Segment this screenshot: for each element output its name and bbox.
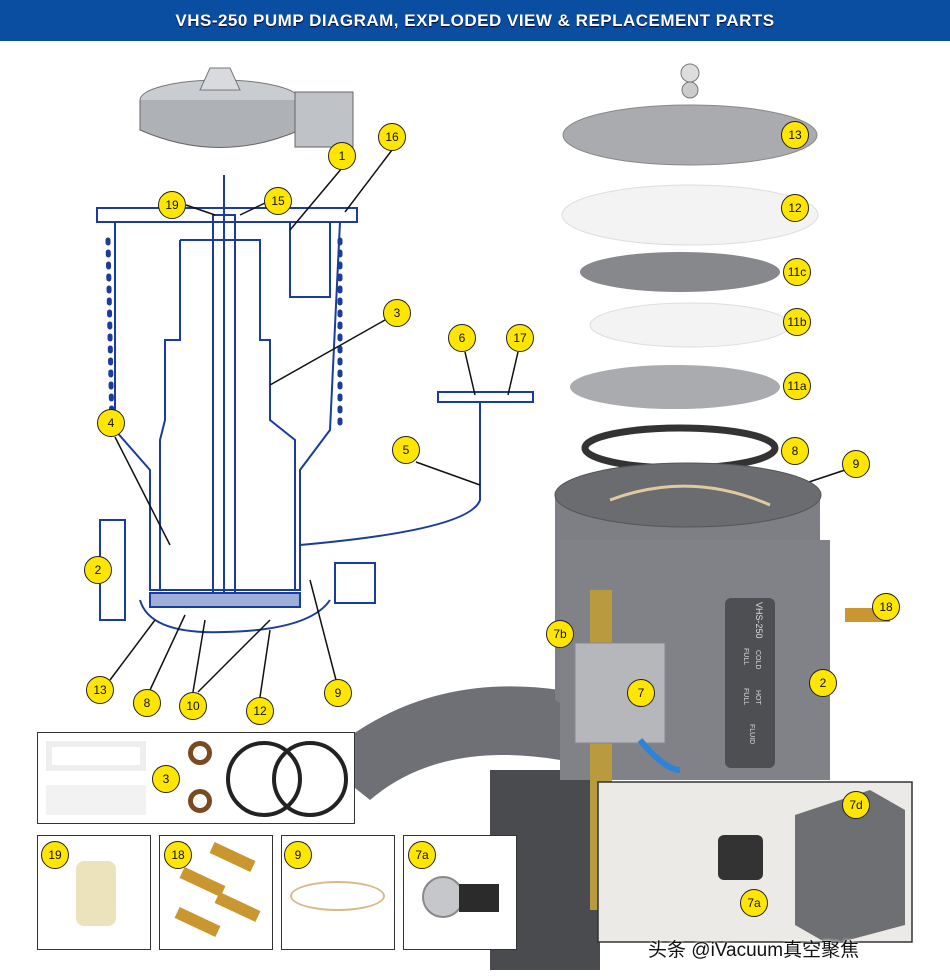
callout-7a: 7a bbox=[408, 841, 436, 869]
arrow-icon bbox=[637, 738, 681, 773]
filter-photo bbox=[46, 785, 146, 815]
callout-11c: 11c bbox=[783, 258, 811, 286]
gauge-label-cold: COLD bbox=[754, 650, 761, 669]
thermostat-body bbox=[459, 884, 499, 912]
gauge-labels: FULL COLD FULL HOT FLUID bbox=[742, 648, 761, 744]
callout-2: 2 bbox=[809, 669, 837, 697]
gauge-label-fluid: FLUID bbox=[748, 724, 755, 744]
parts-box-7a bbox=[403, 835, 517, 950]
pump-diagram: VHS-250 FULL COLD FULL HOT FLUID bbox=[96, 63, 913, 970]
fitting-photo bbox=[209, 842, 256, 872]
gauge-label-full-hot: FULL bbox=[742, 688, 749, 705]
callout-8: 8 bbox=[133, 689, 161, 717]
o-ring-small bbox=[188, 789, 212, 813]
callout-3: 3 bbox=[383, 299, 411, 327]
callout-9: 9 bbox=[842, 450, 870, 478]
callout-6: 6 bbox=[448, 324, 476, 352]
callout-11a: 11a bbox=[783, 372, 811, 400]
callout-16: 16 bbox=[378, 123, 406, 151]
callout-7: 7 bbox=[627, 679, 655, 707]
callout-8: 8 bbox=[781, 437, 809, 465]
callout-11b: 11b bbox=[783, 308, 811, 336]
callout-10: 10 bbox=[179, 692, 207, 720]
fitting-photo bbox=[214, 892, 261, 922]
callout-18: 18 bbox=[164, 841, 192, 869]
callout-7d: 7d bbox=[842, 791, 870, 819]
callout-9: 9 bbox=[324, 679, 352, 707]
callout-5: 5 bbox=[392, 436, 420, 464]
o-ring-large bbox=[272, 741, 348, 817]
pump-label: VHS-250 bbox=[754, 602, 764, 639]
gauge-label-hot: HOT bbox=[754, 690, 761, 706]
callout-1: 1 bbox=[328, 142, 356, 170]
callout-7b: 7b bbox=[546, 620, 574, 648]
callout-4: 4 bbox=[97, 409, 125, 437]
page-title: VHS-250 PUMP DIAGRAM, EXPLODED VIEW & RE… bbox=[0, 0, 950, 41]
thermostat-7a bbox=[718, 835, 763, 880]
callout-12: 12 bbox=[781, 194, 809, 222]
callout-7a: 7a bbox=[740, 889, 768, 917]
wick-photo bbox=[290, 881, 385, 911]
callout-3: 3 bbox=[152, 765, 180, 793]
watermark: 头条 @iVacuum真空聚焦 bbox=[648, 940, 860, 961]
callout-13: 13 bbox=[86, 676, 114, 704]
exploded-parts bbox=[561, 63, 819, 472]
callout-18: 18 bbox=[872, 593, 900, 621]
thermostat-photo bbox=[422, 876, 464, 918]
o-ring-small bbox=[188, 741, 212, 765]
cover-7d bbox=[795, 790, 905, 945]
callout-12: 12 bbox=[246, 697, 274, 725]
fitting-photo bbox=[174, 907, 221, 937]
callout-15: 15 bbox=[264, 187, 292, 215]
bracket-photo bbox=[139, 67, 354, 148]
callout-17: 17 bbox=[506, 324, 534, 352]
blueprint-drawing bbox=[96, 175, 534, 634]
callout-19: 19 bbox=[41, 841, 69, 869]
callout-19: 19 bbox=[158, 191, 186, 219]
gauge-label-full-cold: FULL bbox=[742, 648, 749, 665]
parts-box-3 bbox=[37, 732, 355, 824]
callout-13: 13 bbox=[781, 121, 809, 149]
gasket-photo bbox=[46, 741, 146, 771]
callout-2: 2 bbox=[84, 556, 112, 584]
callout-9: 9 bbox=[284, 841, 312, 869]
bushing-photo bbox=[76, 861, 116, 926]
